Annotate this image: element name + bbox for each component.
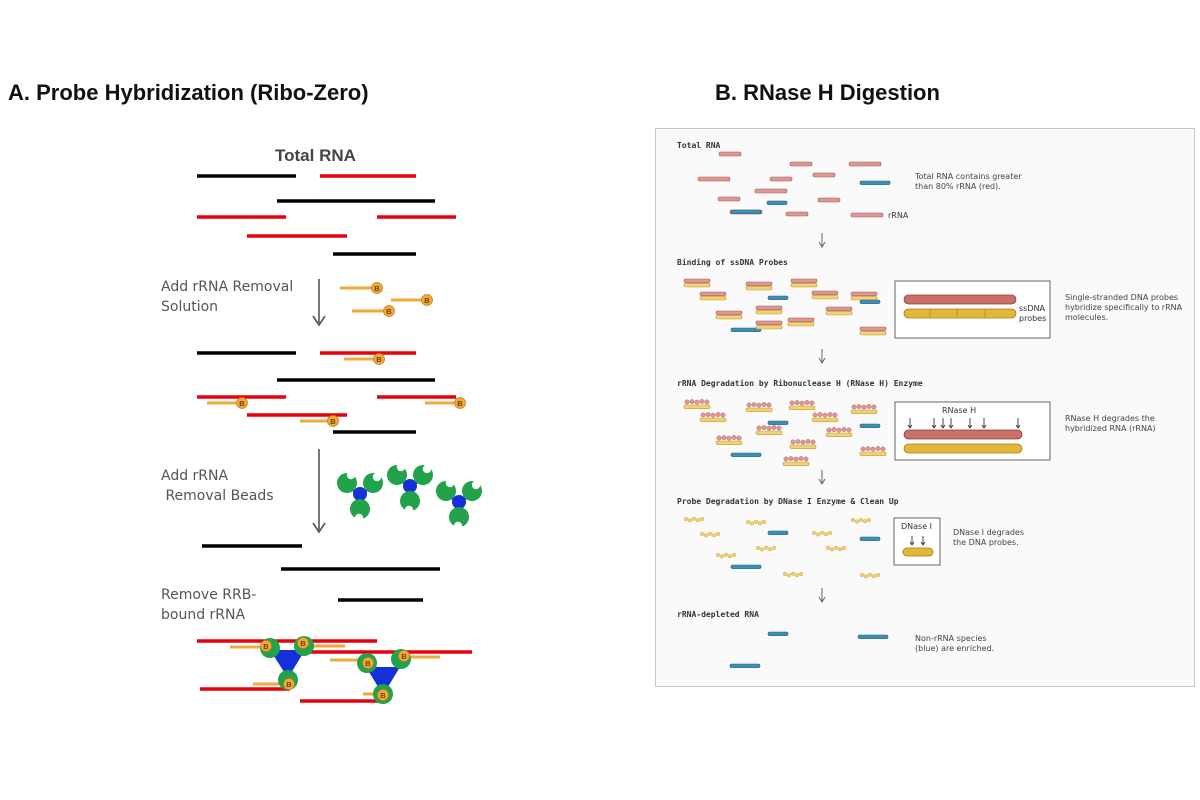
dnase-label: DNase I bbox=[901, 522, 933, 531]
ssdna-probes-label: ssDNA probes bbox=[1019, 304, 1046, 324]
arrow-down-icon bbox=[312, 279, 326, 327]
step-label-line: Solution bbox=[161, 299, 219, 315]
note-line: hybridize specifically to rRNA bbox=[1065, 303, 1183, 312]
b-dnase-cleanup bbox=[684, 516, 881, 579]
note-line: Total RNA contains greater bbox=[915, 172, 1022, 181]
b-note-depleted: Non-rRNA species (blue) are enriched. bbox=[915, 634, 994, 654]
b-section-title: rRNA-depleted RNA bbox=[677, 610, 759, 619]
panel-b-title: B. RNase H Digestion bbox=[715, 80, 940, 105]
step-label-line: Add rRNA bbox=[161, 468, 229, 484]
b-note-total: Total RNA contains greater than 80% rRNA… bbox=[915, 172, 1022, 192]
b-probe-binding bbox=[683, 278, 887, 336]
b-section-title: rRNA Degradation by Ribonuclease H (RNas… bbox=[677, 379, 923, 388]
note-line: molecules. bbox=[1065, 313, 1109, 322]
note-line: hybridized RNA (rRNA) bbox=[1065, 424, 1156, 433]
step-add-removal-beads: Add rRNA Removal Beads bbox=[161, 466, 274, 506]
b-note-binding: Single-stranded DNA probes hybridize spe… bbox=[1065, 293, 1182, 323]
note-line: DNase I degrades bbox=[953, 528, 1025, 537]
ssdna-inset bbox=[894, 280, 1051, 339]
b-total-rna-strands bbox=[697, 151, 891, 218]
step-label-line: bound rRNA bbox=[161, 607, 246, 623]
note-line: (blue) are enriched. bbox=[915, 644, 995, 653]
arrow-down-icon bbox=[312, 449, 326, 534]
bead-bound-rrna bbox=[197, 636, 472, 704]
b-note-dnase: DNase I degrades the DNA probes. bbox=[953, 528, 1024, 548]
b-section-title: Total RNA bbox=[677, 141, 721, 150]
b-section-title: Binding of ssDNA Probes bbox=[677, 258, 788, 267]
panel-a-title: A. Probe Hybridization (Ribo-Zero) bbox=[8, 80, 369, 105]
b-depleted-rna bbox=[729, 631, 889, 668]
inset-line: ssDNA bbox=[1019, 304, 1045, 313]
arrow-down-icon bbox=[818, 348, 826, 364]
rnaseh-label: RNase H bbox=[942, 406, 977, 415]
step-add-removal-solution: Add rRNA Removal Solution bbox=[161, 277, 293, 317]
dnase-inset bbox=[893, 517, 941, 566]
step-label-line: Remove RRB- bbox=[161, 587, 257, 603]
step-label-line: Add rRNA Removal bbox=[161, 279, 294, 295]
rnaseh-inset bbox=[894, 401, 1051, 461]
arrow-down-icon bbox=[818, 469, 826, 485]
hybridized-strands bbox=[197, 351, 466, 434]
note-line: than 80% rRNA (red). bbox=[915, 182, 1001, 191]
inset-line: probes bbox=[1019, 314, 1047, 323]
note-line: Non-rRNA species bbox=[915, 634, 987, 643]
b-rnaseh-degradation bbox=[683, 398, 887, 466]
step-label-line: Removal Beads bbox=[161, 488, 274, 504]
rrna-label: rRNA bbox=[888, 211, 909, 220]
b-note-rnaseh: RNase H degrades the hybridized RNA (rRN… bbox=[1065, 414, 1156, 434]
remaining-mrna bbox=[202, 544, 440, 602]
total-rna-label: Total RNA bbox=[275, 146, 356, 165]
note-line: Single-stranded DNA probes bbox=[1065, 293, 1179, 302]
arrow-down-icon bbox=[818, 587, 826, 603]
step-remove-bound-rrna: Remove RRB- bound rRNA bbox=[161, 585, 256, 625]
b-section-title: Probe Degradation by DNase I Enzyme & Cl… bbox=[677, 497, 899, 506]
biotin-probes bbox=[340, 282, 433, 317]
panel-a-diagram: B bbox=[197, 174, 482, 704]
note-line: the DNA probes. bbox=[953, 538, 1019, 547]
note-line: RNase H degrades the bbox=[1065, 414, 1155, 423]
total-rna-strands bbox=[197, 174, 456, 256]
arrow-down-icon bbox=[818, 232, 826, 248]
